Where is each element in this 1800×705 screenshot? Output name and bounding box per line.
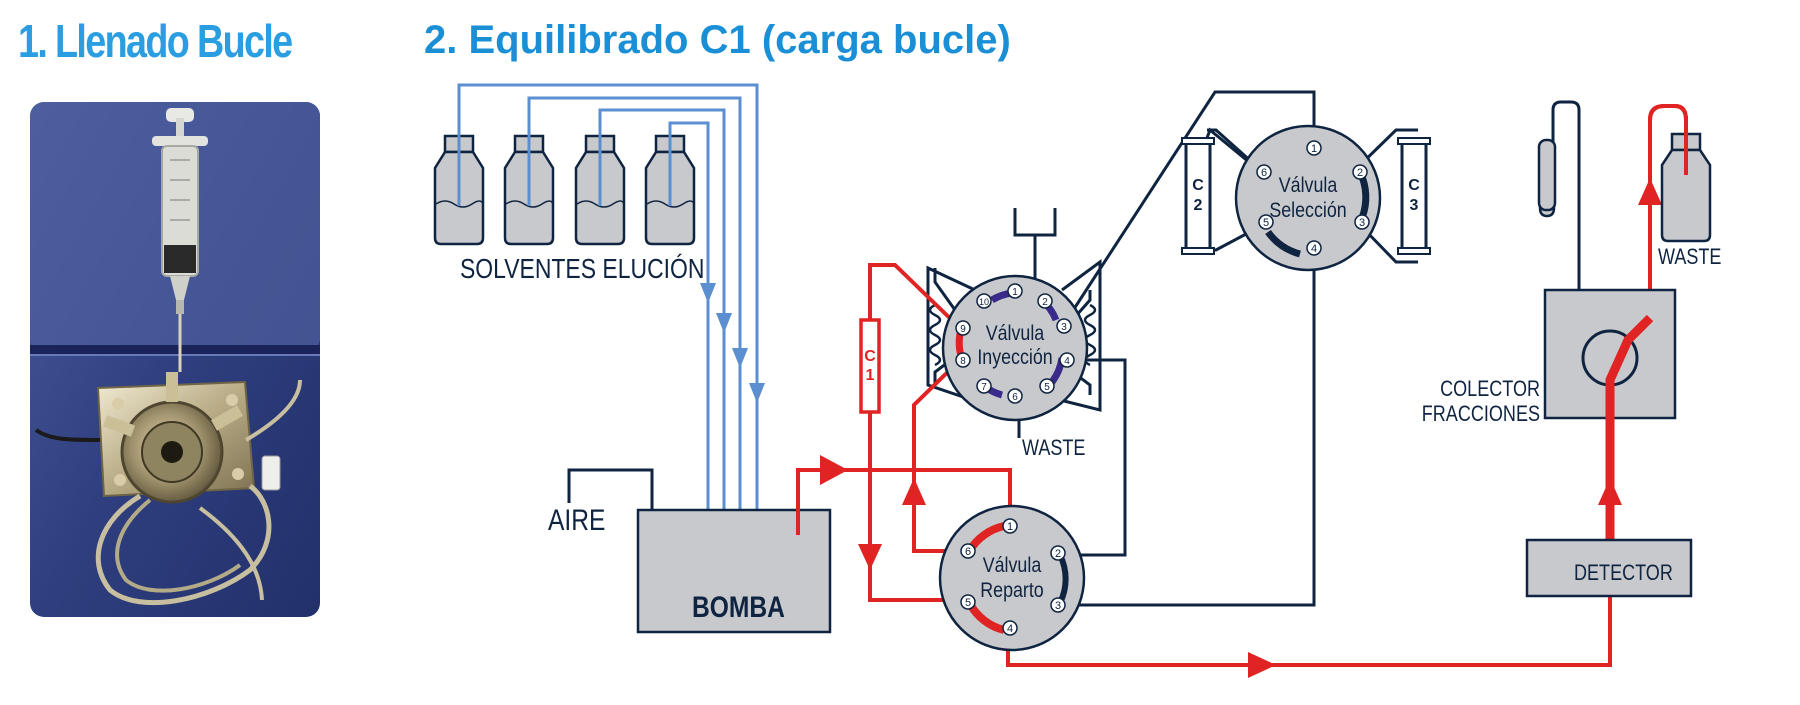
waste-colector-label: WASTE	[1658, 245, 1721, 269]
title-llenado-bucle: 1. Llenado Bucle	[18, 15, 293, 67]
svg-text:Válvula: Válvula	[1279, 174, 1338, 198]
valvula-inyeccion: Válvula Inyección 1 2 3 4 5 6 7 8 9 10	[941, 274, 1089, 422]
svg-text:1: 1	[866, 367, 875, 384]
svg-text:Inyección: Inyección	[977, 346, 1052, 370]
svg-text:2: 2	[1042, 297, 1048, 308]
waste-inyeccion-label: WASTE	[1022, 436, 1085, 460]
svg-text:1: 1	[1007, 521, 1013, 533]
column-c2: C 2	[1181, 137, 1215, 255]
svg-text:1: 1	[1311, 143, 1317, 155]
colector-label-2: FRACCIONES	[1422, 402, 1540, 426]
svg-text:3: 3	[1359, 217, 1365, 229]
syringe-icon	[152, 108, 208, 372]
valvula-reparto: Válvula Reparto 1 2 3 4 5 6	[938, 504, 1086, 652]
svg-text:C: C	[1192, 177, 1204, 194]
svg-text:10: 10	[979, 297, 989, 307]
svg-text:3: 3	[1061, 322, 1067, 333]
coil-left	[928, 303, 942, 367]
svg-text:6: 6	[1012, 392, 1018, 403]
colector-label-1: COLECTOR	[1440, 377, 1540, 401]
svg-text:1: 1	[1012, 287, 1018, 298]
detector-box	[1525, 538, 1693, 598]
svg-text:3: 3	[1055, 600, 1061, 612]
svg-text:C: C	[1408, 177, 1420, 194]
column-c1: C 1	[859, 318, 881, 414]
svg-text:Selección: Selección	[1269, 199, 1346, 223]
svg-text:5: 5	[965, 597, 971, 609]
svg-text:7: 7	[981, 382, 987, 393]
solvent-arrows	[700, 283, 765, 403]
svg-text:Válvula: Válvula	[986, 322, 1045, 346]
svg-text:C: C	[864, 348, 876, 365]
test-tube-icon	[1537, 138, 1557, 218]
valve-photo-icon	[34, 372, 302, 606]
svg-text:4: 4	[1311, 243, 1317, 255]
svg-text:Válvula: Válvula	[983, 554, 1042, 578]
bomba-label: BOMBA	[692, 590, 785, 624]
column-c3: C 3	[1397, 137, 1431, 255]
detector-label: DETECTOR	[1574, 561, 1673, 585]
svg-text:9: 9	[960, 324, 966, 335]
svg-text:4: 4	[1064, 356, 1070, 367]
solventes-label: SOLVENTES ELUCIÓN	[460, 253, 704, 285]
svg-text:4: 4	[1007, 623, 1013, 635]
svg-text:2: 2	[1194, 197, 1203, 214]
svg-text:5: 5	[1263, 217, 1269, 229]
svg-text:8: 8	[960, 356, 966, 367]
svg-text:Reparto: Reparto	[980, 579, 1044, 603]
svg-text:3: 3	[1410, 197, 1419, 214]
aire-line	[567, 468, 654, 540]
valvula-seleccion: Válvula Selección 1 2 3 4 5 6	[1234, 124, 1382, 272]
syringe-photo	[30, 102, 320, 617]
svg-text:6: 6	[965, 546, 971, 558]
svg-text:6: 6	[1261, 167, 1267, 179]
coil-right	[1083, 303, 1097, 367]
title-equilibrado: 2. Equilibrado C1 (carga bucle)	[424, 18, 1011, 62]
svg-text:2: 2	[1357, 167, 1363, 179]
svg-text:2: 2	[1055, 548, 1061, 560]
solvent-bottles	[433, 134, 696, 246]
svg-text:5: 5	[1044, 382, 1050, 393]
aire-label: AIRE	[548, 503, 605, 537]
